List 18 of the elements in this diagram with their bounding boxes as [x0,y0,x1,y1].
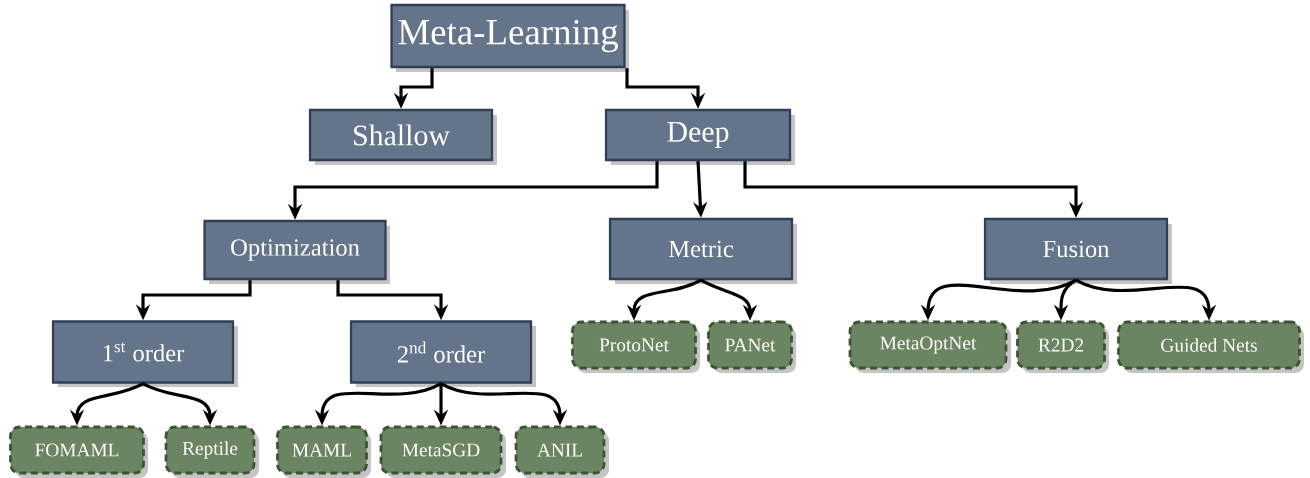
category-box: Fusion [983,217,1172,284]
method-box: PANet [707,320,796,373]
category-box: Metric [608,217,797,284]
method-box: MetaSGD [379,425,506,478]
method-box: MAML [276,425,371,478]
method-box: ProtoNet [571,320,700,373]
category-box: 1$^{st}$ order [51,320,238,387]
method-box: MetaOptNet [848,320,1011,373]
category-box: 2$^{nd}$ order [349,320,536,387]
category-box: Optimization [203,219,390,284]
method-box: FOMAML [9,425,148,478]
method-box: Reptile [164,425,259,478]
method-box: ANIL [514,425,609,478]
category-box: Shallow [308,108,497,165]
category-box: Meta-Learning [390,3,629,72]
category-box: Deep [604,108,795,165]
method-box: Guided Nets [1117,320,1304,373]
method-box: R2D2 [1016,320,1109,373]
